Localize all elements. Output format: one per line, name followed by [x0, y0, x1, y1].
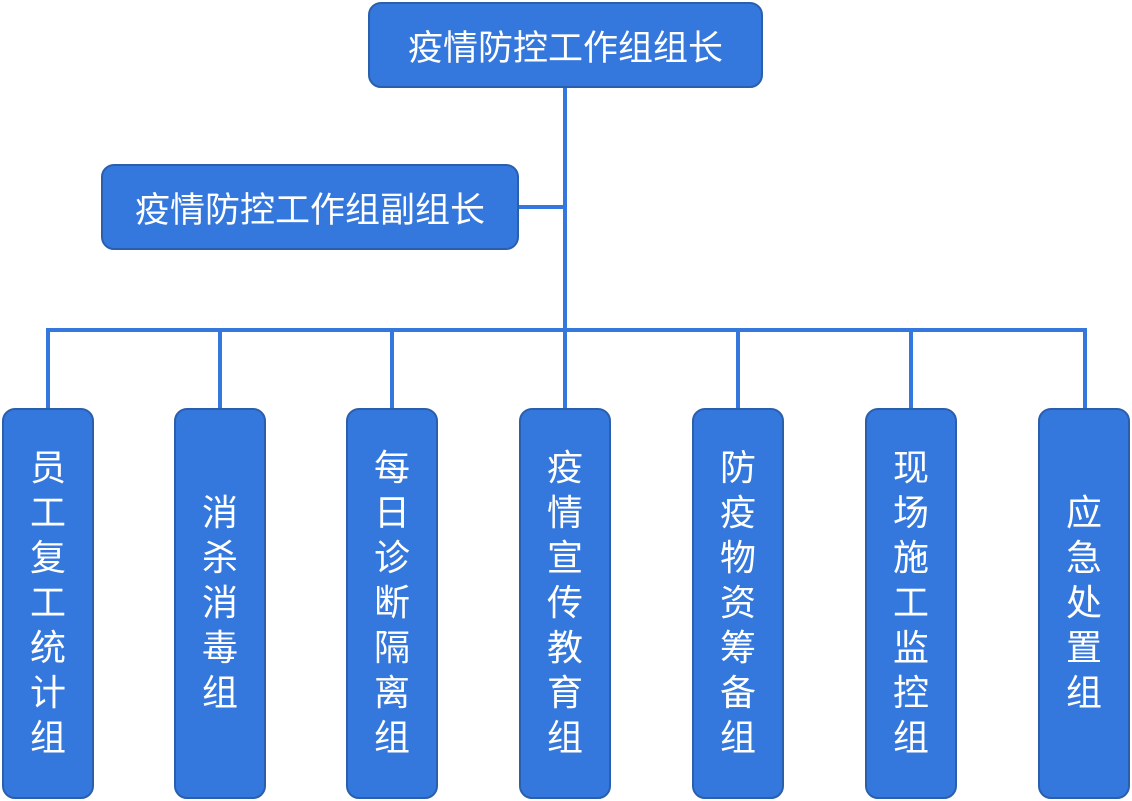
group-label-char: 物 [719, 538, 756, 579]
group-label-char: 计 [29, 673, 66, 714]
group-label-char: 资 [719, 583, 756, 624]
group-label-char: 传 [546, 583, 583, 624]
group-label-char: 控 [892, 673, 929, 714]
group-label-char: 宣 [546, 538, 583, 579]
group-label-char: 场 [892, 493, 929, 534]
group-label: 疫情宣传教育组 [547, 446, 583, 761]
group-label-char: 工 [29, 583, 66, 624]
group-box-supplies-preparation: 防疫物资筹备组 [692, 408, 784, 799]
group-label-char: 现 [892, 448, 929, 489]
group-label: 每日诊断隔离组 [374, 446, 410, 761]
group-label: 员工复工统计组 [30, 446, 66, 761]
group-label-char: 教 [546, 628, 583, 669]
group-label-char: 防 [719, 448, 756, 489]
group-label-char: 消 [201, 493, 238, 534]
group-label-char: 应 [1065, 493, 1102, 534]
group-label: 消杀消毒组 [202, 491, 238, 716]
group-label-char: 组 [892, 718, 929, 759]
group-label-char: 每 [373, 448, 410, 489]
group-label-char: 育 [546, 673, 583, 714]
group-label-char: 杀 [201, 538, 238, 579]
group-label-char: 疫 [719, 493, 756, 534]
group-box-epidemic-education: 疫情宣传教育组 [519, 408, 611, 799]
group-label: 防疫物资筹备组 [720, 446, 756, 761]
group-label-char: 工 [29, 493, 66, 534]
group-label-char: 工 [892, 583, 929, 624]
leader-box: 疫情防控工作组组长 [368, 2, 763, 88]
group-label-char: 日 [373, 493, 410, 534]
group-label: 现场施工监控组 [893, 446, 929, 761]
group-label: 应急处置组 [1066, 491, 1102, 716]
deputy-leader-label: 疫情防控工作组副组长 [134, 190, 485, 231]
group-label-char: 监 [892, 628, 929, 669]
group-label-char: 施 [892, 538, 929, 579]
leader-label: 疫情防控工作组组长 [407, 28, 723, 69]
group-label-char: 统 [29, 628, 66, 669]
group-box-site-monitoring: 现场施工监控组 [865, 408, 957, 799]
group-label-char: 组 [373, 718, 410, 759]
group-label-char: 备 [719, 673, 756, 714]
group-label-char: 筹 [719, 628, 756, 669]
group-label-char: 复 [29, 538, 66, 579]
group-label-char: 组 [201, 673, 238, 714]
group-box-employee-return-stats: 员工复工统计组 [2, 408, 94, 799]
group-box-daily-diagnosis-isolation: 每日诊断隔离组 [346, 408, 438, 799]
deputy-leader-box: 疫情防控工作组副组长 [101, 164, 519, 250]
group-label-char: 毒 [201, 628, 238, 669]
group-label-char: 置 [1065, 628, 1102, 669]
group-label-char: 急 [1065, 538, 1102, 579]
group-label-char: 隔 [373, 628, 410, 669]
group-label-char: 处 [1065, 583, 1102, 624]
group-label-char: 员 [29, 448, 66, 489]
group-label-char: 组 [719, 718, 756, 759]
group-label-char: 断 [373, 583, 410, 624]
group-label-char: 疫 [546, 448, 583, 489]
group-label-char: 组 [1065, 673, 1102, 714]
group-label-char: 消 [201, 583, 238, 624]
group-label-char: 组 [546, 718, 583, 759]
group-box-disinfection: 消杀消毒组 [174, 408, 266, 799]
group-box-emergency-response: 应急处置组 [1038, 408, 1130, 799]
group-label-char: 诊 [373, 538, 410, 579]
group-label-char: 情 [546, 493, 583, 534]
group-label-char: 组 [29, 718, 66, 759]
group-label-char: 离 [373, 673, 410, 714]
